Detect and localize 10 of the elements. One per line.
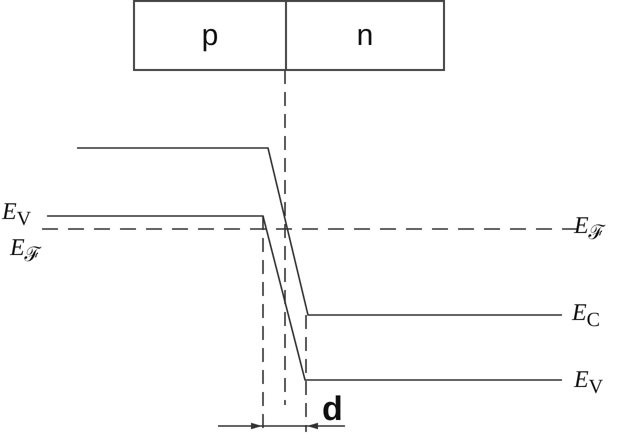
energy-level-label: E$_{V}$ [2,200,32,229]
region-letter: p [202,18,218,52]
energy-level-label: E$_{V}$ [574,368,604,397]
region-box [285,0,445,71]
region-box [133,0,287,71]
region-letter: n [356,18,374,52]
dimension-label: d [322,392,343,426]
energy-level-label: E$_{ℱ}$ [574,214,605,243]
energy-level-label: E$_{C}$ [572,301,600,330]
energy-level-label: E$_{ℱ}$ [10,236,41,265]
